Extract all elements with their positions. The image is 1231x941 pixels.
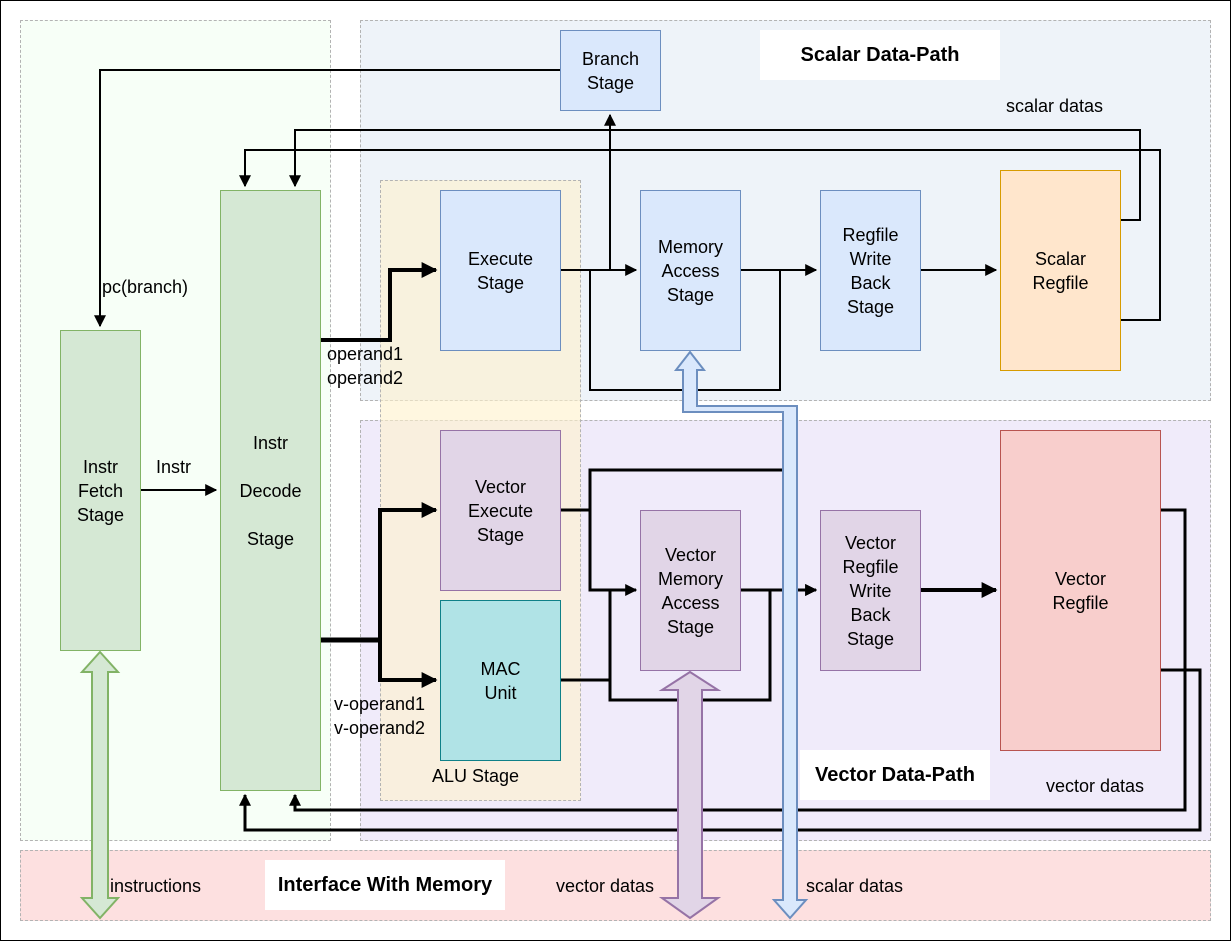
scalar-feedback-1-line <box>289 129 1141 221</box>
vector-feedback-1-line <box>289 508 1187 812</box>
scalar-regfile-block: Scalar Regfile <box>1000 170 1121 371</box>
memory-interface-region <box>20 850 1211 921</box>
vector-datas-bottom-label: vector datas <box>556 876 655 896</box>
branch-stage-block: Branch Stage <box>560 30 661 111</box>
scalar-datas-top-label: scalar datas <box>1006 96 1104 116</box>
vector-memory-access-stage-block: Vector Memory Access Stage <box>640 510 741 671</box>
instr-label: Instr <box>156 457 192 477</box>
instr-fetch-stage-block: Instr Fetch Stage <box>60 330 141 651</box>
vector-execute-stage-block: Vector Execute Stage <box>440 430 561 591</box>
scalar-datas-bus-arrow <box>673 350 809 920</box>
memory-access-stage-block: Memory Access Stage <box>640 190 741 351</box>
vector-feedback-2-line <box>239 668 1202 832</box>
operand-line <box>321 262 438 342</box>
vector-regfile-block: Vector Regfile <box>1000 430 1161 751</box>
mac-to-vmem-line <box>561 590 612 682</box>
v-operands-label: v-operand1 v-operand2 <box>334 694 426 738</box>
scalar-feedback-2-line <box>239 149 1161 321</box>
v-operand-to-mac-line <box>378 640 438 688</box>
vector-datas-right-label: vector datas <box>1046 776 1145 796</box>
instructions-label: instructions <box>110 876 202 896</box>
pc-branch-line <box>94 69 560 328</box>
vector-regfile-write-back-stage-block: Vector Regfile Write Back Stage <box>820 510 921 671</box>
instructions-bus-arrow <box>79 650 121 920</box>
execute-stage-block: Execute Stage <box>440 190 561 351</box>
instr-decode-stage-block: Instr Decode Stage <box>220 190 321 791</box>
vexec-to-vmem-line <box>561 508 638 596</box>
vector-datas-bus-arrow <box>658 670 722 920</box>
scalar-datapath-title: Scalar Data-Path <box>760 30 1000 80</box>
memory-interface-title: Interface With Memory <box>265 860 505 910</box>
mac-unit-block: MAC Unit <box>440 600 561 761</box>
pc-branch-label: pc(branch) <box>102 277 189 297</box>
alu-stage-label: ALU Stage <box>432 766 520 786</box>
scalar-datas-bottom-label: scalar datas <box>806 876 904 896</box>
v-operand-to-vexec-line <box>378 502 438 640</box>
vector-datapath-title: Vector Data-Path <box>800 750 990 800</box>
regfile-write-back-stage-block: Regfile Write Back Stage <box>820 190 921 351</box>
operands-label: operand1 operand2 <box>327 344 404 388</box>
